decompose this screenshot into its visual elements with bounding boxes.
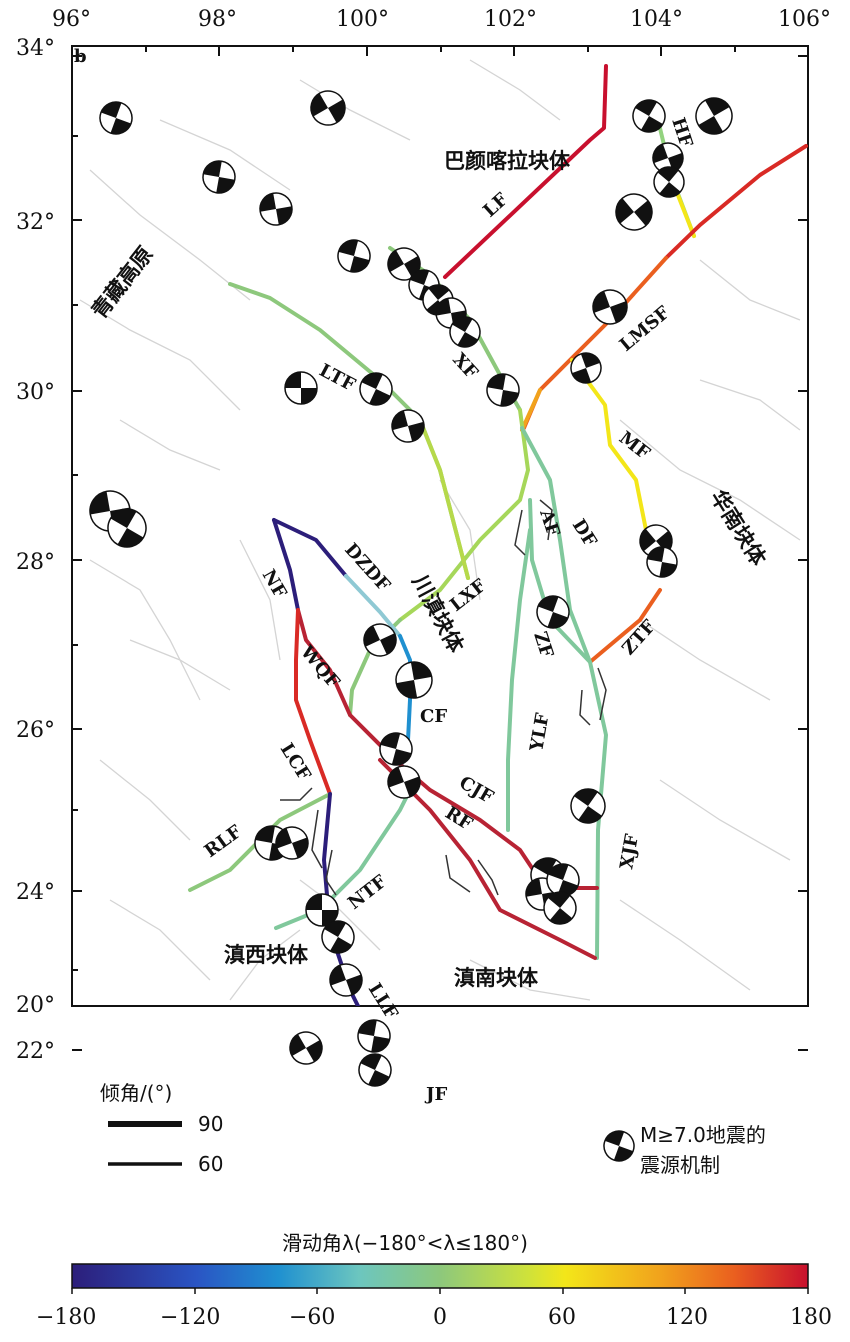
focal-mechanism-ball bbox=[391, 409, 425, 443]
focal-mechanism-ball bbox=[363, 623, 397, 657]
focal-mechanism-ball bbox=[202, 160, 236, 194]
focal-mechanism-ball bbox=[107, 508, 147, 548]
lon-tick-100: 100° bbox=[336, 7, 389, 32]
fault-LMSF-north bbox=[664, 144, 808, 260]
focal-mechanism-ball bbox=[284, 371, 318, 405]
lat-tick-34: 34° bbox=[16, 36, 55, 61]
colorbar-ticks bbox=[71, 1288, 809, 1294]
lon-tick-98: 98° bbox=[198, 7, 237, 32]
colorbar-tick-0: 0 bbox=[433, 1305, 447, 1330]
region-west-yunnan: 滇西块体 bbox=[224, 943, 309, 967]
dip-legend-90: 90 bbox=[198, 1112, 223, 1136]
focal-mechanism-ball bbox=[357, 1019, 391, 1053]
focal-mechanism-ball bbox=[536, 595, 570, 629]
colorbar-tick-120: 120 bbox=[666, 1305, 708, 1330]
map-frame bbox=[71, 45, 809, 1007]
background-faults bbox=[79, 59, 801, 1001]
lon-tick-102: 102° bbox=[484, 7, 537, 32]
lon-tick-104: 104° bbox=[630, 7, 683, 32]
colorbar-tick-m120: −120 bbox=[160, 1305, 220, 1330]
fault-ZTF bbox=[588, 588, 662, 664]
dip-legend-title: 倾角/(°) bbox=[100, 1081, 172, 1105]
focal-mechanism-ball bbox=[387, 247, 421, 281]
fault-YLF bbox=[506, 528, 532, 832]
focal-mechanism-ball bbox=[646, 546, 678, 578]
focal-mechanism-ball bbox=[395, 661, 433, 699]
region-bayan-har: 巴颜喀拉块体 bbox=[444, 149, 571, 173]
lat-tick-32: 32° bbox=[16, 210, 55, 235]
focal-mechanism-ball bbox=[615, 193, 653, 231]
focal-mechanism-ball bbox=[99, 101, 133, 135]
fault-MF bbox=[570, 358, 650, 542]
slip-arrows bbox=[280, 499, 607, 896]
focal-mechanism-ball bbox=[289, 1031, 323, 1065]
fault-LLF bbox=[322, 792, 361, 1006]
lat-tick-28: 28° bbox=[16, 550, 55, 575]
colorbar-tick-m180: −180 bbox=[36, 1305, 96, 1330]
colorbar-tick-60: 60 bbox=[548, 1305, 576, 1330]
focal-mechanism-ball bbox=[379, 732, 413, 766]
lat-tick-26: 26° bbox=[16, 718, 55, 743]
focal-mechanism-ball bbox=[570, 352, 602, 384]
fault-LF bbox=[443, 64, 608, 279]
colorbar bbox=[71, 1263, 809, 1289]
mechanism-legend-icon bbox=[603, 1130, 635, 1162]
focal-mechanism-ball bbox=[359, 372, 393, 406]
fault-NF bbox=[272, 518, 300, 612]
focal-mechanism-ball bbox=[387, 765, 421, 799]
fault-DZDF-2 bbox=[344, 574, 402, 638]
mechanism-legend-line1: M≥7.0地震的 bbox=[640, 1123, 766, 1147]
focal-mechanisms bbox=[89, 90, 733, 1087]
region-south-yunnan: 滇南块体 bbox=[454, 966, 539, 990]
focal-mechanism-ball bbox=[329, 963, 363, 997]
colorbar-tick-180: 180 bbox=[790, 1305, 832, 1330]
focal-mechanism-ball bbox=[449, 316, 481, 348]
focal-mechanism-ball bbox=[546, 863, 580, 897]
label-JF: JF bbox=[424, 1084, 448, 1105]
mechanism-legend-ball-icon bbox=[603, 1130, 635, 1162]
fault-XF-lower bbox=[398, 408, 530, 622]
lat-tick-24: 24° bbox=[16, 880, 55, 905]
focal-mechanism-ball bbox=[321, 920, 355, 954]
focal-mechanism-ball bbox=[695, 97, 733, 135]
focal-mechanism-ball bbox=[305, 893, 339, 927]
lat-tick-20: 20° bbox=[16, 993, 55, 1018]
focal-mechanism-ball bbox=[632, 99, 666, 133]
dip-legend-60: 60 bbox=[198, 1152, 223, 1176]
fault-DZDF bbox=[272, 518, 348, 578]
axis-ticks bbox=[71, 46, 809, 1051]
focal-mechanism-ball bbox=[592, 289, 628, 325]
fault-NTF bbox=[274, 788, 412, 930]
focal-mechanism-ball bbox=[653, 166, 685, 198]
fault-LTF-yellow bbox=[418, 418, 470, 580]
mechanism-legend-line2: 震源机制 bbox=[640, 1153, 720, 1177]
fault-RF bbox=[378, 758, 597, 960]
focal-mechanism-ball bbox=[310, 90, 346, 126]
colorbar-tick-m60: −60 bbox=[289, 1305, 335, 1330]
focal-mechanism-ball bbox=[570, 788, 606, 824]
focal-mechanism-ball bbox=[275, 826, 309, 860]
fault-LMSF-yellow bbox=[520, 388, 542, 432]
lon-tick-96: 96° bbox=[52, 7, 91, 32]
panel-label: b bbox=[74, 46, 87, 67]
focal-mechanism-ball bbox=[543, 891, 577, 925]
lon-tick-106: 106° bbox=[778, 7, 831, 32]
focal-mechanism-ball bbox=[337, 239, 371, 273]
colorbar-title: 滑动角λ(−180°<λ≤180°) bbox=[282, 1231, 528, 1255]
fault-LCF bbox=[294, 608, 332, 796]
lat-tick-30: 30° bbox=[16, 380, 55, 405]
lat-tick-22: 22° bbox=[16, 1039, 55, 1064]
focal-mechanism-ball bbox=[486, 373, 520, 407]
label-CF: CF bbox=[420, 706, 447, 727]
focal-mechanism-ball bbox=[259, 192, 293, 226]
focal-mechanism-ball bbox=[358, 1053, 392, 1087]
